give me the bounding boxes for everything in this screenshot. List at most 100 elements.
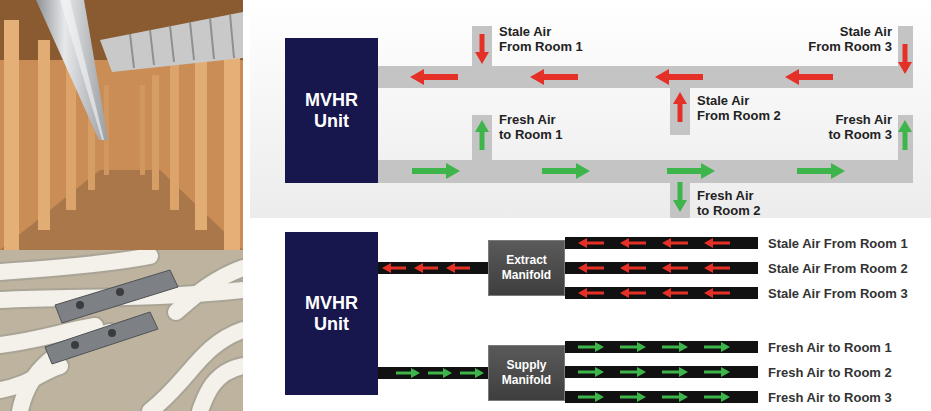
flow-arrow: [704, 367, 730, 377]
flow-arrowhead: [460, 368, 484, 378]
air-flow-label: Fresh Air to Room 2: [768, 365, 928, 380]
air-flow-label: Fresh Air to Room 3: [820, 112, 892, 142]
duct-highlight: [60, 0, 104, 140]
flow-arrow: [578, 263, 604, 273]
flow-arrow: [620, 367, 646, 377]
fresh-pipe-arrows: [578, 342, 730, 402]
diagram-panel: [250, 218, 931, 411]
flow-arrow: [662, 238, 688, 248]
flex-pipe-edge: [200, 366, 243, 411]
manifold-photo-box: [45, 312, 158, 364]
flow-arrow: [578, 392, 604, 402]
flow-arrow: [578, 238, 604, 248]
flex-duct: [100, 12, 243, 72]
stale-pipe-arrows: [578, 238, 730, 298]
wall-stud: [152, 75, 159, 190]
duct-run: [378, 26, 913, 218]
flow-arrow: [785, 69, 833, 85]
flow-arrowhead: [428, 368, 452, 378]
wall-stud: [140, 85, 145, 175]
room-pipe: [565, 287, 758, 299]
manifold-port: [116, 288, 124, 296]
metal-duct: [36, 0, 108, 140]
flex-pipe: [150, 330, 243, 411]
node-text: Extract Manifold: [493, 253, 560, 283]
duct-photo: [0, 0, 243, 250]
air-flow-label: Stale Air From Room 2: [697, 93, 785, 123]
duct-branch: [898, 115, 913, 183]
flex-pipe-edge: [150, 330, 243, 411]
connector-pipe: [378, 262, 488, 274]
flow-arrowhead: [446, 263, 470, 273]
mvhr-unit-box: MVHR Unit: [285, 38, 378, 183]
room-pipe: [565, 262, 758, 274]
air-flow-label: Fresh Air to Room 3: [768, 390, 928, 405]
flow-arrowhead: [414, 263, 438, 273]
air-flow-label: Stale Air From Room 3: [768, 286, 928, 301]
flow-arrow: [704, 263, 730, 273]
flow-arrow: [704, 238, 730, 248]
node-text: MVHR Unit: [297, 90, 366, 132]
air-flow-label: Stale Air From Room 1: [768, 236, 928, 251]
node-text: Supply Manifold: [493, 358, 560, 388]
photo-backdrop: [0, 250, 243, 411]
air-flow-label: Fresh Air to Room 2: [697, 188, 769, 218]
flow-arrow: [475, 120, 489, 150]
flow-arrow: [704, 288, 730, 298]
pipe-connector: [378, 263, 488, 273]
air-flow-label: Stale Air From Room 1: [499, 24, 587, 54]
manifold-port: [108, 329, 116, 337]
flow-arrow: [797, 163, 845, 179]
duct-branch: [472, 115, 492, 160]
flow-arrow: [410, 69, 458, 85]
pipe-bodies: [0, 256, 243, 411]
duct-branch: [670, 183, 690, 218]
manifold-box: Supply Manifold: [488, 345, 565, 401]
wall-stud: [38, 40, 50, 230]
room-pipe: [565, 391, 758, 403]
flow-arrow: [542, 163, 590, 179]
wall-stud: [170, 60, 179, 210]
mvhr-unit-box: MVHR Unit: [285, 232, 378, 395]
wall-stud: [4, 20, 19, 250]
flex-pipe-edge: [0, 256, 150, 272]
supply-duct: [378, 160, 913, 183]
flow-arrow: [662, 367, 688, 377]
flow-arrow: [662, 342, 688, 352]
air-flow-label: Fresh Air to Room 1: [499, 112, 571, 142]
flow-arrow: [667, 163, 715, 179]
room-pipes: [565, 237, 758, 403]
duct-branch: [670, 88, 690, 135]
duct-branch: [898, 26, 913, 88]
flow-arrow: [898, 44, 912, 74]
room-pipe: [565, 237, 758, 249]
flow-arrowhead: [382, 263, 406, 273]
room-pipe: [565, 366, 758, 378]
photo-backdrop: [0, 0, 243, 250]
pipe-connector: [378, 368, 488, 378]
flow-arrowhead: [396, 368, 420, 378]
flex-pipe: [200, 366, 243, 411]
manifold-port: [76, 301, 84, 309]
flex-duct-ribs: [130, 14, 234, 68]
flow-arrow: [578, 342, 604, 352]
flow-arrow: [578, 288, 604, 298]
flow-arrow: [898, 120, 912, 150]
flow-arrow: [530, 69, 578, 85]
flow-arrow: [620, 288, 646, 298]
flow-arrow: [662, 263, 688, 273]
flow-arrow: [620, 342, 646, 352]
flow-arrow: [412, 163, 460, 179]
manifold-box: Extract Manifold: [488, 240, 565, 296]
manifold-port: [71, 341, 79, 349]
flow-arrow: [620, 238, 646, 248]
flow-arrow: [704, 392, 730, 402]
flow-arrow: [620, 392, 646, 402]
node-text: MVHR Unit: [297, 293, 366, 335]
flow-arrow: [662, 392, 688, 402]
flow-arrow: [620, 263, 646, 273]
connector-pipe: [378, 367, 488, 379]
duct-branch: [472, 26, 492, 66]
flow-arrow: [673, 182, 687, 212]
